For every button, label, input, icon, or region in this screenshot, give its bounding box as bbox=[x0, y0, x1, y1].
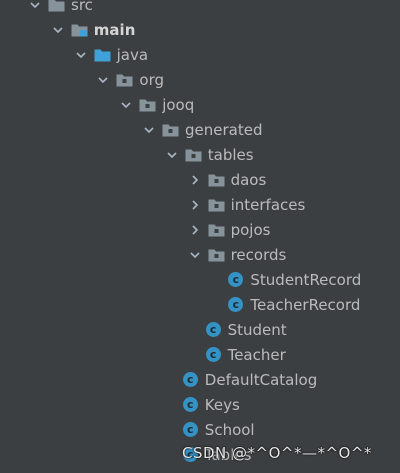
package-icon bbox=[116, 73, 133, 87]
tree-item-class[interactable]: c Teacher bbox=[0, 342, 400, 367]
class-icon: c bbox=[205, 322, 221, 337]
tree-item-label: records bbox=[230, 245, 287, 264]
class-icon: c bbox=[182, 447, 198, 462]
tree-item-label: DefaultCatalog bbox=[204, 370, 318, 389]
tree-item-class[interactable]: c School bbox=[0, 417, 400, 442]
tree-item-folder[interactable]: java bbox=[0, 42, 400, 67]
package-icon bbox=[208, 223, 225, 237]
tree-item-folder[interactable]: tables bbox=[0, 142, 400, 167]
chevron-down-icon[interactable] bbox=[188, 248, 202, 262]
tree-item-label: generated bbox=[185, 120, 263, 139]
tree-item-label: Tables bbox=[204, 445, 252, 464]
watermark: CSDN @*^O^*—*^O^* bbox=[182, 444, 372, 462]
class-icon: c bbox=[182, 372, 198, 387]
class-icon: c bbox=[182, 397, 198, 412]
source-root-folder-icon bbox=[71, 23, 88, 37]
class-icon: c bbox=[228, 297, 244, 312]
class-icon: c bbox=[182, 422, 198, 437]
package-icon bbox=[139, 98, 156, 112]
chevron-right-icon[interactable] bbox=[188, 198, 202, 212]
tree-item-folder[interactable]: daos bbox=[0, 167, 400, 192]
chevron-down-icon[interactable] bbox=[165, 148, 179, 162]
tree-item-folder[interactable]: org bbox=[0, 67, 400, 92]
tree-item-folder[interactable]: interfaces bbox=[0, 192, 400, 217]
tree-item-label: java bbox=[116, 45, 149, 64]
chevron-down-icon[interactable] bbox=[51, 23, 65, 37]
tree-item-folder[interactable]: src bbox=[0, 0, 400, 17]
tree-item-label: daos bbox=[230, 170, 267, 189]
tree-item-label: School bbox=[204, 420, 255, 439]
source-folder-icon bbox=[94, 48, 111, 62]
chevron-right-icon[interactable] bbox=[188, 173, 202, 187]
tree-item-label: tables bbox=[207, 145, 254, 164]
tree-item-label: pojos bbox=[230, 220, 271, 239]
class-icon: c bbox=[205, 347, 221, 362]
chevron-down-icon[interactable] bbox=[74, 48, 88, 62]
tree-item-label: src bbox=[71, 0, 93, 14]
tree-item-label: interfaces bbox=[230, 195, 306, 214]
tree-item-label: Keys bbox=[204, 395, 240, 414]
package-icon bbox=[208, 248, 225, 262]
tree-item-class[interactable]: c Tables bbox=[0, 442, 400, 467]
tree-item-label: jooq bbox=[162, 95, 195, 114]
class-icon: c bbox=[228, 272, 244, 287]
tree-item-class[interactable]: c Keys bbox=[0, 392, 400, 417]
tree-item-folder[interactable]: jooq bbox=[0, 92, 400, 117]
package-icon bbox=[208, 198, 225, 212]
tree-item-label: org bbox=[139, 70, 164, 89]
chevron-down-icon[interactable] bbox=[119, 98, 133, 112]
chevron-down-icon[interactable] bbox=[142, 123, 156, 137]
tree-item-label: Teacher bbox=[227, 345, 286, 364]
chevron-down-icon[interactable] bbox=[96, 73, 110, 87]
tree-item-folder[interactable]: main bbox=[0, 17, 400, 42]
tree-item-folder[interactable]: records bbox=[0, 242, 400, 267]
tree-item-class[interactable]: c Student bbox=[0, 317, 400, 342]
tree-item-label: main bbox=[93, 20, 136, 39]
tree-item-class[interactable]: c DefaultCatalog bbox=[0, 367, 400, 392]
chevron-down-icon[interactable] bbox=[28, 0, 42, 12]
tree-item-class[interactable]: c TeacherRecord bbox=[0, 292, 400, 317]
tree-item-label: TeacherRecord bbox=[250, 295, 361, 314]
tree-item-class[interactable]: c StudentRecord bbox=[0, 267, 400, 292]
package-icon bbox=[208, 173, 225, 187]
tree-item-folder[interactable]: pojos bbox=[0, 217, 400, 242]
folder-icon bbox=[48, 0, 65, 12]
tree-item-folder[interactable]: generated bbox=[0, 117, 400, 142]
tree-item-label: Student bbox=[227, 320, 287, 339]
chevron-right-icon[interactable] bbox=[188, 223, 202, 237]
tree-item-label: StudentRecord bbox=[250, 270, 362, 289]
package-icon bbox=[162, 123, 179, 137]
package-icon bbox=[185, 148, 202, 162]
